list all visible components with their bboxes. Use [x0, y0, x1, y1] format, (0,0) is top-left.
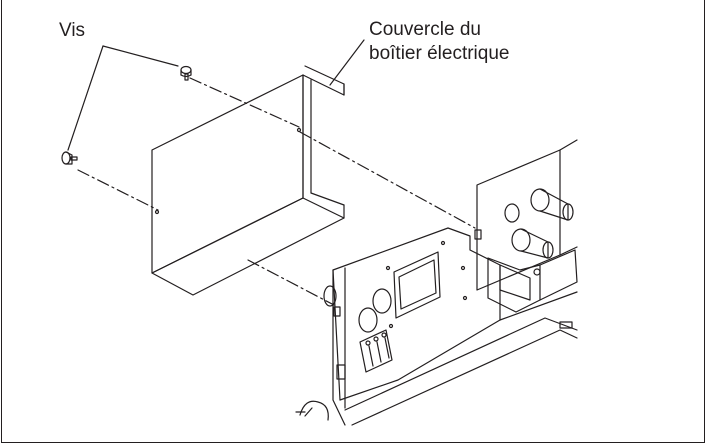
screw-leader-lines: [67, 45, 179, 151]
cover-label-line-2: boîtier électrique: [369, 43, 510, 64]
unit-chassis: [295, 139, 578, 426]
cover-leader-line: [329, 39, 365, 86]
electrical-box-cover-label: Couvercle du boîtier électrique: [369, 18, 509, 66]
electrical-box-cover: [151, 65, 345, 296]
screws-label: Vis: [59, 20, 86, 41]
screw-top: [180, 65, 192, 81]
alignment-lines: [77, 77, 476, 306]
cover-label-line-1: Couvercle du: [369, 19, 481, 40]
screw-left: [61, 151, 78, 165]
